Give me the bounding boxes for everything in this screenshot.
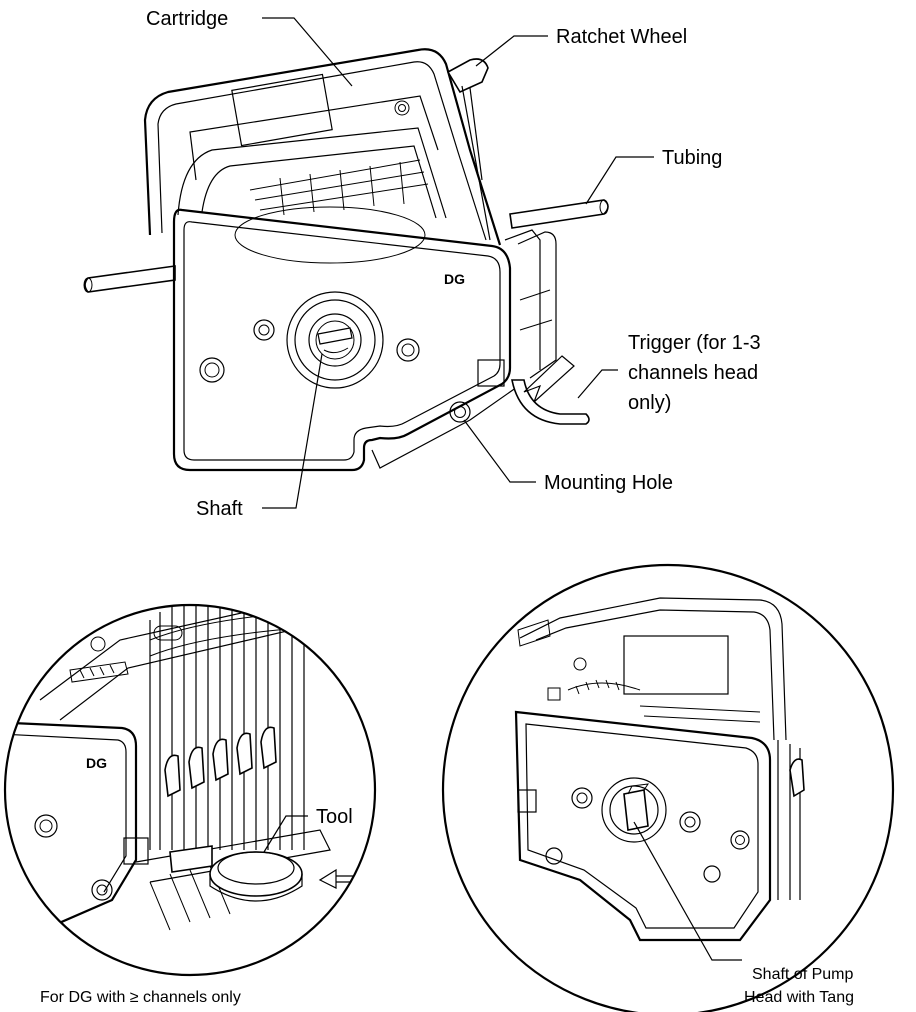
detail-circle-left [3,603,377,977]
mounting-hole-right [449,401,471,423]
tool-leader [263,815,308,853]
trigger [511,355,590,425]
trigger-leader [577,369,618,399]
dg-mark-detail: DG [86,755,107,771]
cartridge-leader [262,17,353,87]
tool [169,845,357,902]
label-tubing: Tubing [662,147,722,169]
label-shaft-tang-1: Shaft of Pump [752,966,853,983]
label-trigger-1: Trigger (for 1-3 [628,332,761,354]
label-trigger-3: only) [628,392,671,414]
detail-multichannel: DG Tool [3,603,377,977]
side-plates [371,229,557,469]
cartridge-housing [143,48,502,264]
mounting-leader [463,419,536,483]
shaft-leader [262,353,323,509]
tubing-leader [585,156,654,205]
label-ratchet-wheel: Ratchet Wheel [556,26,687,48]
channel-cassettes [149,605,305,850]
ratchet-wheel [446,58,491,241]
caption-left-detail: For DG with ≥ channels only [40,989,241,1006]
label-shaft-tang-2: Head with Tang [744,989,854,1006]
shaft-with-tang [601,777,667,843]
front-plate: DG [172,208,512,472]
detail-circle-right [441,563,895,1012]
leader-lines [262,17,654,509]
label-mounting-hole: Mounting Hole [544,472,673,494]
shaft [286,291,384,389]
dg-mark: DG [444,271,465,287]
ratchet-leader [475,35,548,67]
label-tool: Tool [316,806,353,828]
label-shaft: Shaft [196,498,243,520]
mounting-hole-left [199,357,225,383]
detail-shaft-tang: Shaft of Pump Head with Tang [441,563,895,1012]
tubing [83,199,609,293]
label-cartridge: Cartridge [146,8,228,30]
pump-head-illustration: DG [83,48,609,472]
tang-leader [633,821,742,961]
label-trigger-2: channels head [628,362,758,384]
